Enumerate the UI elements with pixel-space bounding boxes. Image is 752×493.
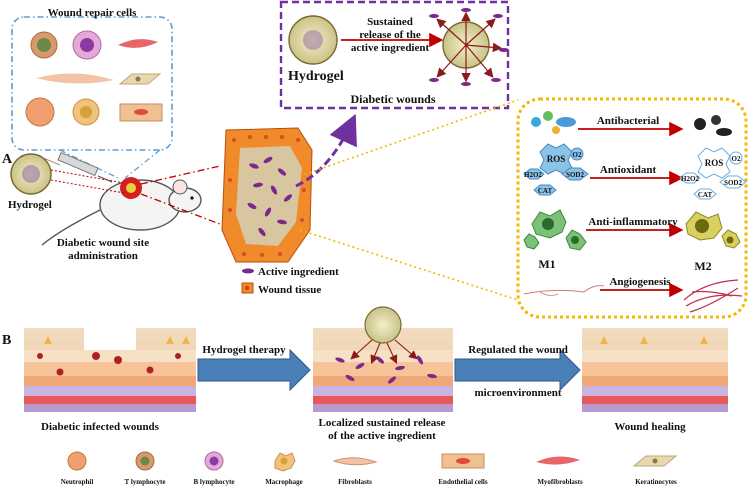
legend-t-lymphocyte-nucleus	[140, 456, 150, 466]
dead-bacteria-icon	[694, 115, 732, 136]
wound-tissue-legend-nucleus	[244, 285, 250, 291]
release-line1: Sustained	[367, 16, 413, 28]
release-line3: active ingredient	[351, 42, 430, 54]
bacteria-icon	[531, 111, 576, 134]
t-lymphocyte-nucleus-icon	[37, 38, 51, 52]
keratinocyte-nucleus-icon	[135, 76, 141, 82]
regulated-arrow	[454, 348, 581, 392]
neutrophil-large-icon	[25, 97, 55, 127]
legend-endothelial: Endothelial cells	[438, 478, 487, 486]
m1-label: M1	[538, 257, 555, 271]
myofibroblast-cell-icon	[118, 39, 158, 48]
legend-t-lymphocyte: T lymphocyte	[125, 478, 166, 486]
b-lymphocyte-nucleus-icon	[80, 38, 94, 52]
legend-b-lymphocyte-nucleus	[209, 456, 219, 466]
legend-endothelial-nucleus	[456, 458, 470, 464]
legend-fibroblast-icon	[332, 457, 378, 466]
endothelial-nucleus-icon	[134, 109, 148, 115]
hydrogel-core-icon	[303, 30, 323, 50]
legend-neutrophil: Neutrophil	[61, 478, 94, 486]
legend-myofibroblasts: Myofibroblasts	[537, 478, 583, 486]
legend-myofibroblast-icon	[536, 456, 580, 465]
tissue-strip-healed	[582, 328, 728, 412]
anti-inflammatory-label: Anti-inflammatory	[588, 216, 678, 228]
mouse-icon	[41, 177, 202, 246]
tissue-link-line	[140, 193, 226, 227]
effect-link-line	[299, 229, 519, 301]
localized-line1: Localized sustained release	[319, 417, 446, 429]
legend-neutrophil-icon	[67, 451, 87, 471]
regulated-line2: microenvironment	[475, 387, 562, 399]
neutralized-ros-icon: ROS O2 H2O2 SOD2 CAT	[679, 147, 747, 200]
release-down-arrows	[350, 339, 418, 365]
tissue-strip-infected	[24, 328, 196, 412]
ros-label: ROS	[547, 154, 566, 164]
sod2-after-label: SOD2	[724, 179, 742, 187]
cat-after-label: CAT	[698, 191, 713, 199]
active-ingredient-legend-icon	[242, 268, 254, 274]
legend-b-lymphocyte: B lymphocyte	[193, 478, 234, 486]
site-admin-line2: administration	[68, 250, 138, 262]
site-admin-line1: Diabetic wound site	[57, 237, 149, 249]
hydrogel-box-label: Hydrogel	[288, 69, 344, 84]
cell-legend: Neutrophil T lymphocyte B lymphocyte Mac…	[61, 451, 678, 486]
sod2-label: SOD2	[566, 171, 584, 179]
antibacterial-label: Antibacterial	[597, 115, 659, 127]
effects-box: Antibacterial ROS O2 H2O2 SOD2 CAT Antio…	[516, 97, 748, 319]
legend-macrophage-nucleus	[280, 457, 288, 465]
cell-link-line	[124, 149, 161, 179]
localized-line2: of the active ingredient	[328, 430, 436, 442]
angiogenesis-label: Angiogenesis	[609, 276, 671, 288]
hydrogel-label: Hydrogel	[8, 199, 52, 211]
sustained-release-box: Sustained release of the active ingredie…	[279, 0, 510, 110]
infected-label: Diabetic infected wounds	[41, 421, 160, 433]
ros-after-label: ROS	[705, 158, 724, 168]
syringe-icon	[35, 151, 113, 183]
hydrogel-ball-icon	[10, 153, 52, 195]
o2-label: O2	[573, 151, 582, 159]
release-spokes	[436, 11, 503, 83]
therapy-label: Hydrogel therapy	[202, 344, 286, 356]
m2-macrophage-icon	[685, 211, 741, 249]
vessel-after-icon	[683, 279, 743, 313]
macrophage-nucleus-icon	[80, 106, 92, 118]
legend-active-ingredient: Active ingredient	[258, 266, 339, 278]
m2-label: M2	[694, 259, 711, 273]
panel-a-label: A	[2, 152, 13, 167]
hydrogel-apply-icon	[364, 306, 402, 344]
regulated-line1: Regulated the wound	[468, 344, 568, 356]
legend-keratinocyte-nucleus	[652, 458, 658, 464]
hydrogel-sphere-icon	[288, 15, 338, 65]
vessel-branch-icon	[539, 291, 559, 296]
legend-macrophage: Macrophage	[265, 478, 303, 486]
o2-after-label: O2	[732, 155, 741, 163]
legend-keratinocytes: Keratinocytes	[635, 478, 677, 486]
therapy-arrow	[197, 348, 311, 392]
hydrogel-link-line	[50, 169, 125, 184]
ros-cluster-icon: ROS O2 H2O2 SOD2 CAT	[523, 143, 589, 196]
legend-wound-tissue: Wound tissue	[258, 284, 321, 296]
vessel-before-icon	[523, 285, 605, 295]
legend-fibroblasts: Fibroblasts	[338, 478, 372, 486]
panel-b-label: B	[2, 333, 11, 348]
release-line2: release of the	[359, 29, 421, 41]
m1-macrophage-icon	[523, 209, 587, 251]
effect-link-line	[299, 99, 519, 177]
hydrogel-link-line	[50, 179, 125, 194]
cat-label: CAT	[538, 187, 553, 195]
purple-link-arrow	[295, 113, 357, 188]
diabetic-wounds-label: Diabetic wounds	[350, 92, 435, 106]
wound-tissue-block	[221, 127, 313, 263]
wound-repair-cells-box: Wound repair cells	[11, 7, 173, 151]
h2o2-after-label: H2O2	[681, 175, 699, 183]
healing-label: Wound healing	[614, 421, 686, 433]
h2o2-label: H2O2	[524, 171, 542, 179]
repair-cells-title: Wound repair cells	[48, 7, 138, 19]
antioxidant-label: Antioxidant	[600, 164, 657, 176]
fibroblast-cell-icon	[36, 73, 114, 84]
